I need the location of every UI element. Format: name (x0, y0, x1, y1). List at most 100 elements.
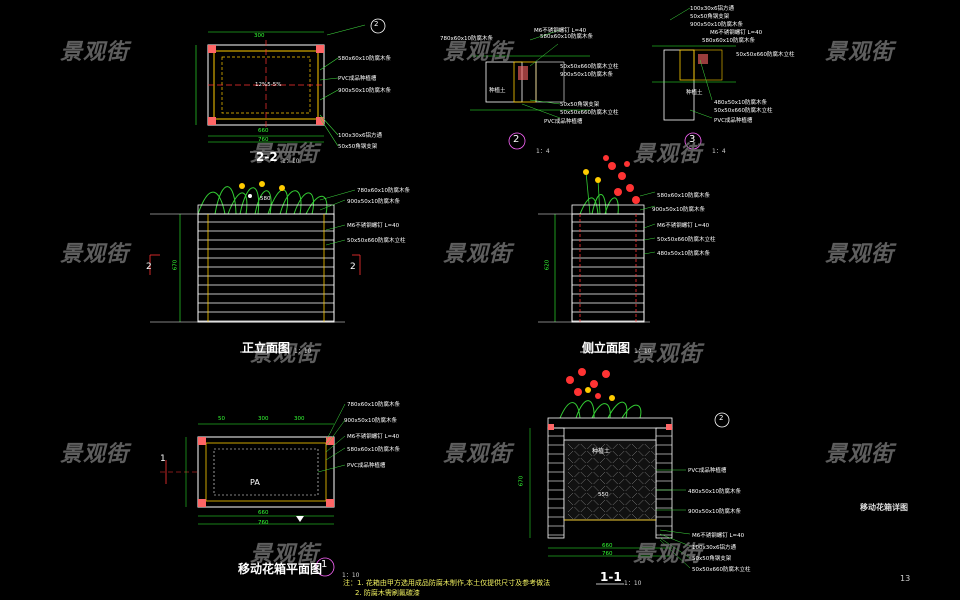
dimension: 660 (258, 510, 269, 516)
hatch-stroke (638, 471, 644, 478)
soil-hatch (567, 443, 657, 520)
hatch-stroke (651, 506, 657, 513)
annotation: 900x50x10防腐木条 (560, 72, 614, 78)
hatch-stroke (567, 513, 574, 520)
hatch-stroke (625, 450, 631, 457)
hatch-stroke (606, 499, 612, 506)
side-slat-lines (572, 221, 644, 322)
plan-detail-id: 1 (321, 559, 328, 570)
hatch-stroke (574, 478, 580, 485)
annotation: 900x50x10防腐木条 (690, 22, 744, 28)
hatch-stroke (599, 513, 606, 520)
annotation: 100x30x6铝方通 (338, 133, 383, 139)
hatch-stroke (612, 450, 618, 457)
page-number: 13 (900, 574, 911, 583)
dimension: 50 (218, 416, 225, 422)
annotation: 种植土 (592, 448, 611, 455)
hatch-stroke (580, 464, 586, 471)
watermark: 景观街 (633, 142, 703, 167)
hatch-stroke (644, 443, 650, 450)
detail-ref-2-label: 2 (719, 414, 724, 422)
annotation: 780x60x10防腐木条 (440, 36, 494, 42)
annotation: 900x50x10防腐木条 (688, 509, 742, 515)
annotation: 580x60x10防腐木条 (657, 193, 711, 199)
dimension: 550 (598, 492, 609, 498)
annotation: 50x50x660防腐木立柱 (714, 108, 773, 114)
hatch-stroke (599, 464, 606, 471)
annotation: 50x50x660防腐木立柱 (560, 64, 619, 70)
annotation: PVC成品种植槽 (347, 463, 386, 469)
hatch-stroke (580, 513, 586, 520)
watermark: 景观街 (825, 442, 895, 467)
hatch-stroke (619, 492, 625, 499)
front-slat-lines (198, 221, 334, 322)
hatch-stroke (567, 450, 574, 457)
hatch-stroke (631, 492, 638, 499)
hatch-stroke (619, 443, 625, 450)
hatch-stroke (631, 443, 638, 450)
watermark: 景观街 (60, 242, 130, 267)
annotation: PVC成品种植槽 (714, 118, 753, 124)
dimension: 670 (172, 259, 179, 271)
hatch-stroke (644, 457, 650, 464)
hatch-stroke (625, 513, 631, 520)
annotation: 50x50x660防腐木立柱 (692, 567, 751, 573)
annotation: 种植土 (489, 88, 506, 94)
section-mark-2-right: 2 (350, 262, 356, 272)
hatch-stroke (619, 499, 625, 506)
annotation: M6不锈钢螺钉 L=40 (534, 28, 587, 34)
hatch-stroke (567, 443, 574, 450)
watermark: 景观街 (443, 442, 513, 467)
hatch-stroke (574, 464, 580, 471)
dimension: 760 (602, 551, 613, 557)
hatch-stroke (587, 443, 593, 450)
watermark: 景观街 (250, 342, 320, 367)
hatch-stroke (567, 506, 574, 513)
hatch-stroke (574, 450, 580, 457)
detail-3-id: 3 (689, 134, 696, 145)
hatch-stroke (619, 471, 625, 478)
drawing-name: 移动花箱详图 (860, 503, 908, 512)
annotation: 480x50x10防腐木条 (714, 100, 768, 106)
hatch-stroke (638, 464, 644, 471)
detail-2-drawing (470, 29, 590, 150)
hatch-stroke (631, 499, 638, 506)
hatch-stroke (619, 450, 625, 457)
annotation: 900x50x10防腐木条 (338, 88, 392, 94)
hatch-stroke (638, 499, 644, 506)
hatch-stroke (587, 506, 593, 513)
hatch-stroke (574, 492, 580, 499)
hatch-stroke (593, 457, 599, 464)
hatch-stroke (644, 506, 650, 513)
side-elevation-scale: 1：10 (634, 348, 652, 355)
hatch-stroke (580, 450, 586, 457)
hatch-stroke (593, 506, 599, 513)
hatch-stroke (644, 450, 650, 457)
annotation: 780x60x10防腐木条 (357, 188, 411, 194)
hatch-stroke (599, 450, 606, 457)
hatch-stroke (606, 464, 612, 471)
side-plants (579, 155, 640, 215)
side-elevation-drawing (538, 155, 656, 353)
hatch-stroke (580, 499, 586, 506)
hatch-stroke (651, 471, 657, 478)
section-1-1-drawing (529, 368, 730, 585)
hatch-stroke (606, 450, 612, 457)
annotation: 900x50x10防腐木条 (344, 418, 398, 424)
hatch-stroke (587, 485, 593, 492)
watermark: 景观街 (250, 142, 320, 167)
annotation: 50x50角钢支架 (338, 144, 378, 150)
hatch-stroke (644, 464, 650, 471)
hatch-stroke (587, 513, 593, 520)
hatch-stroke (612, 443, 618, 450)
front-plants (197, 181, 328, 215)
annotation: 580x60x10防腐木条 (540, 34, 594, 40)
watermark: 景观街 (825, 40, 895, 65)
annotation: M6不锈钢螺钉 L=40 (657, 223, 710, 229)
hatch-stroke (574, 457, 580, 464)
dimension: 300 (258, 416, 269, 422)
hatch-stroke (625, 471, 631, 478)
hatch-stroke (631, 513, 638, 520)
hatch-stroke (651, 478, 657, 485)
dimension: 660 (258, 128, 269, 134)
